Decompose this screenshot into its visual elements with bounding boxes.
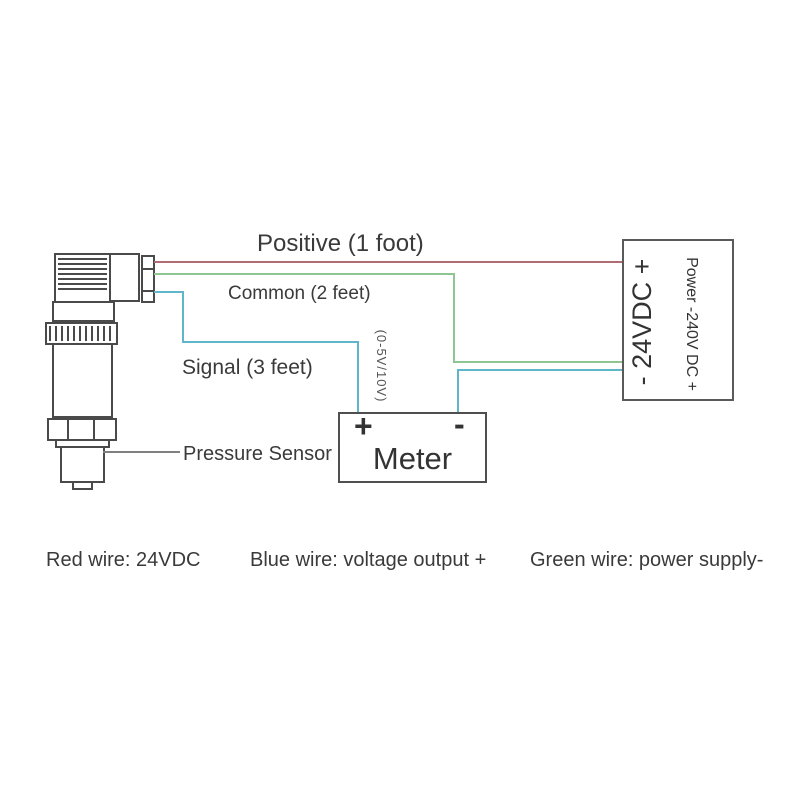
signal-wire-label: Signal (3 feet) — [182, 356, 313, 379]
knurl-texture — [49, 326, 114, 341]
sensor-neck — [52, 301, 115, 322]
legend-green-wire: Green wire: power supply- — [530, 549, 764, 571]
sensor-cable-collar — [141, 255, 155, 303]
green-wire-horizontal-2 — [453, 361, 624, 363]
pressure-sensor-leader-line — [103, 451, 180, 453]
meter-name: Meter — [372, 441, 453, 476]
sensor-port-tip — [72, 481, 93, 490]
sensor-connector-housing — [54, 253, 111, 303]
connector-ribs — [58, 258, 107, 291]
meter-plus-terminal: + — [354, 408, 373, 444]
positive-wire-label: Positive (1 foot) — [257, 230, 424, 257]
sensor-knurled-ring — [45, 322, 118, 345]
blue-wire-horizontal-1 — [154, 291, 184, 293]
blue-wire-meter-to-power-horizontal — [457, 369, 624, 371]
sensor-body — [52, 343, 113, 418]
power-supply-power-label: Power -240V DC + — [683, 257, 700, 391]
hex-facet-line — [67, 420, 69, 439]
meter-minus-terminal: - — [454, 406, 465, 442]
common-wire-label: Common (2 feet) — [228, 283, 371, 304]
blue-wire-vertical-1 — [182, 291, 184, 343]
collar-divider — [143, 268, 153, 270]
sensor-pressure-port — [60, 446, 105, 483]
pressure-sensor-label: Pressure Sensor — [183, 443, 332, 465]
collar-divider — [143, 290, 153, 292]
green-wire-vertical — [453, 273, 455, 363]
legend-red-wire: Red wire: 24VDC — [46, 549, 201, 571]
hex-facet-line — [93, 420, 95, 439]
green-wire-horizontal-1 — [154, 273, 455, 275]
blue-wire-meter-to-power-vertical — [457, 369, 459, 413]
sensor-hex-nut — [47, 418, 117, 441]
legend-blue-wire: Blue wire: voltage output + — [250, 549, 487, 571]
blue-wire-horizontal-2 — [182, 341, 359, 343]
red-wire — [154, 261, 624, 263]
blue-wire-vertical-2 — [357, 341, 359, 413]
meter-box: + - Meter — [338, 406, 487, 483]
signal-range-label: (0-5V/10V) — [374, 329, 389, 403]
power-supply-dc-terminals-label: - 24VDC + — [627, 258, 657, 386]
power-supply-box: - 24VDC + Power -240V DC + — [622, 239, 734, 401]
sensor-connector-extension — [109, 253, 140, 302]
